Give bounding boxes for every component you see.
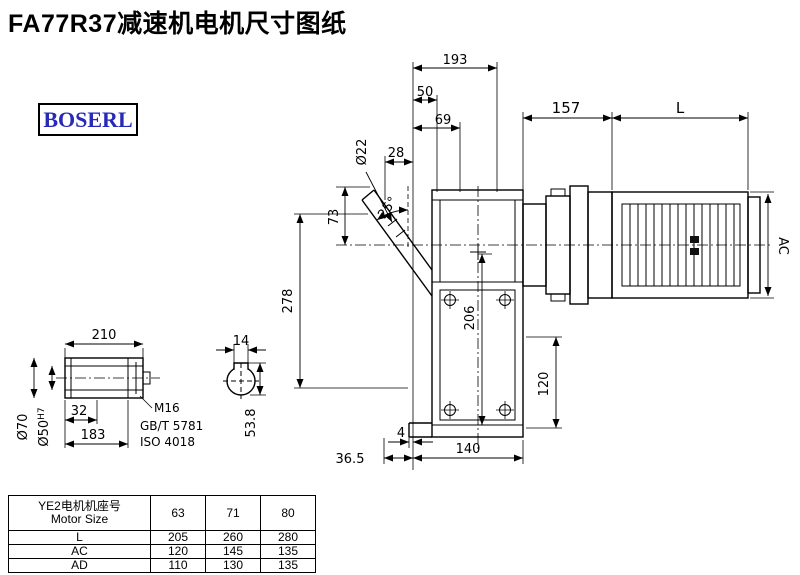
table-header-motor-size: YE2电机机座号 Motor Size xyxy=(8,495,151,531)
dim-73: 73 xyxy=(327,209,342,226)
motor-detail xyxy=(690,248,699,255)
motor-size-label-en: Motor Size xyxy=(50,512,109,526)
dim-dia70: Ø70 xyxy=(16,414,31,441)
dim-AC: AC xyxy=(775,237,790,255)
frame-size-80: 80 xyxy=(260,495,316,531)
dim-140: 140 xyxy=(456,442,481,457)
table-row-AD: AD 110 130 135 xyxy=(8,558,316,573)
cell-AC-71: 145 xyxy=(205,544,261,559)
dimension-labels-main: 193 50 69 28 Ø22 157 L AC 25° 73 278 206… xyxy=(281,53,790,467)
dim-dia50h7: Ø50H7 xyxy=(37,407,52,446)
brand-logo-text: BOSERL xyxy=(43,106,133,132)
input-flange xyxy=(361,186,433,297)
dim-32: 32 xyxy=(71,404,88,419)
row-label-AC: AC xyxy=(8,544,151,559)
centerlines xyxy=(336,186,770,452)
standard-gb: GB/T 5781 xyxy=(140,419,203,433)
hole-leader xyxy=(365,171,393,223)
cell-AD-80: 135 xyxy=(260,558,316,573)
cell-L-71: 260 xyxy=(205,530,261,545)
dim-53-8: 53.8 xyxy=(244,409,259,438)
dim-278: 278 xyxy=(281,289,296,314)
frame-size-63: 63 xyxy=(150,495,206,531)
dimension-lines-main xyxy=(294,62,774,470)
keyway-section: 14 53.8 xyxy=(216,334,266,437)
m16-leader xyxy=(139,395,153,409)
cell-L-63: 205 xyxy=(150,530,206,545)
cell-AD-71: 130 xyxy=(205,558,261,573)
dim-36-5: 36.5 xyxy=(336,452,365,467)
dim-4: 4 xyxy=(397,426,405,441)
dim-157: 157 xyxy=(552,99,581,117)
table-row-AC: AC 120 145 135 xyxy=(8,544,316,559)
standard-iso: ISO 4018 xyxy=(140,435,195,449)
dim-210: 210 xyxy=(92,328,117,343)
motor-detail xyxy=(690,236,699,243)
cell-AC-63: 120 xyxy=(150,544,206,559)
hollow-shaft-detail: 210 32 183 Ø70 Ø50H7 M16 GB/T 5781 ISO 4… xyxy=(16,328,203,449)
dim-69: 69 xyxy=(435,113,452,128)
frame-size-71: 71 xyxy=(205,495,261,531)
dim-206: 206 xyxy=(463,306,478,331)
row-label-L: L xyxy=(8,530,151,545)
dim-25deg: 25° xyxy=(375,194,401,221)
dim-h7: H7 xyxy=(37,407,47,420)
dim-14: 14 xyxy=(233,334,250,349)
dim-L: L xyxy=(676,99,685,117)
dim-dia22: Ø22 xyxy=(355,139,370,166)
cell-AC-80: 135 xyxy=(260,544,316,559)
dim-28: 28 xyxy=(388,146,405,161)
table-header-row: YE2电机机座号 Motor Size 63 71 80 xyxy=(8,495,316,531)
table-row-L: L 205 260 280 xyxy=(8,530,316,545)
dim-120: 120 xyxy=(537,372,552,397)
cell-AD-63: 110 xyxy=(150,558,206,573)
page-title: FA77R37减速机电机尺寸图纸 xyxy=(8,10,347,38)
row-label-AD: AD xyxy=(8,558,151,573)
thread-callout: M16 xyxy=(154,401,180,415)
brand-logo: BOSERL xyxy=(38,103,138,136)
motor-size-label-cn: YE2电机机座号 xyxy=(38,499,121,513)
cell-L-80: 280 xyxy=(260,530,316,545)
motor-size-table: YE2电机机座号 Motor Size 63 71 80 L 205 260 2… xyxy=(8,495,316,573)
dim-183: 183 xyxy=(81,428,106,443)
dim-50: 50 xyxy=(417,85,434,100)
dim-dia50: Ø50 xyxy=(37,420,52,447)
dim-193: 193 xyxy=(443,53,468,68)
